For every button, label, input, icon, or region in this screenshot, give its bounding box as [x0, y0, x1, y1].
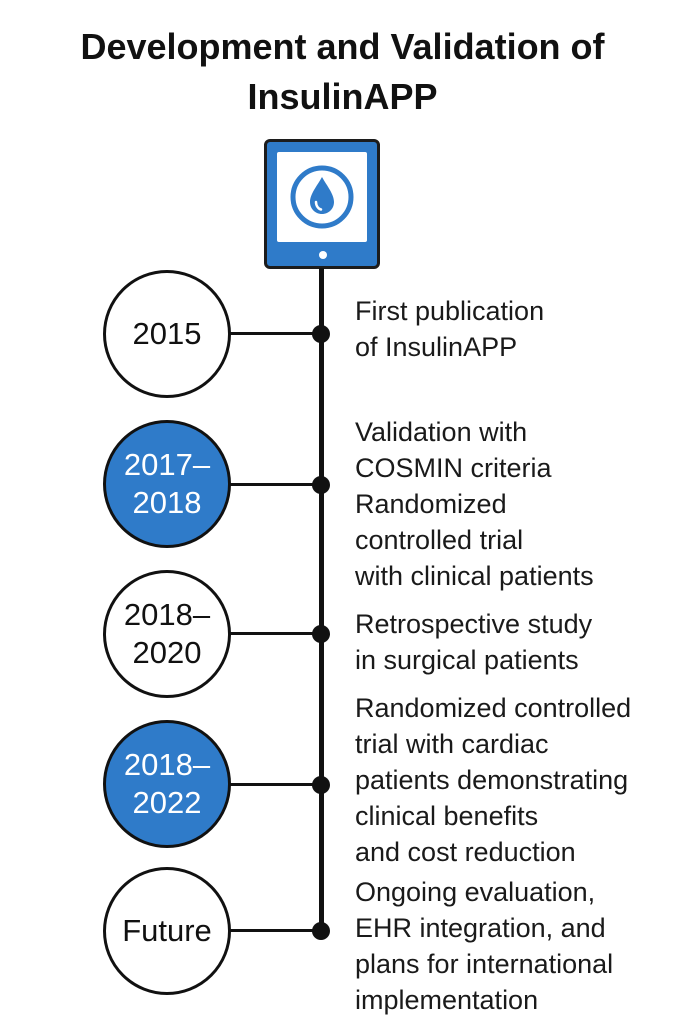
- title-line-2: InsulinAPP: [247, 76, 438, 117]
- timeline-node-future: Future: [103, 867, 231, 995]
- timeline-dot: [312, 922, 330, 940]
- description-line: Validation with: [355, 417, 528, 447]
- water-drop-icon: [290, 165, 354, 229]
- description-line: trial with cardiac: [355, 729, 549, 759]
- timeline-connector: [229, 783, 321, 786]
- timeline-connector: [229, 632, 321, 635]
- timeline-node-2018-2022: 2018– 2022: [103, 720, 231, 848]
- node-label: 2017– 2018: [123, 447, 211, 520]
- timeline-dot: [312, 325, 330, 343]
- diagram-title: Development and Validation of InsulinAPP: [0, 22, 685, 122]
- timeline-dot: [312, 776, 330, 794]
- timeline-node-2018-2020: 2018– 2020: [103, 570, 231, 698]
- description-line: Randomized: [355, 489, 507, 519]
- timeline-connector: [229, 332, 321, 335]
- timeline-connector: [229, 483, 321, 486]
- timeline-dot: [312, 625, 330, 643]
- description-line: plans for international: [355, 949, 614, 979]
- description-line: implementation: [355, 985, 539, 1015]
- node-label: Future: [122, 913, 212, 948]
- description-line: Retrospective study: [355, 609, 593, 639]
- timeline-dot: [312, 476, 330, 494]
- description-line: COSMIN criteria: [355, 453, 552, 483]
- timeline-description-2017-2018: Validation with COSMIN criteria Randomiz…: [355, 414, 675, 594]
- timeline-node-2015: 2015: [103, 270, 231, 398]
- timeline-description-future: Ongoing evaluation, EHR integration, and…: [355, 874, 675, 1018]
- timeline-node-2017-2018: 2017– 2018: [103, 420, 231, 548]
- description-line: of InsulinAPP: [355, 332, 518, 362]
- timeline-connector: [229, 929, 321, 932]
- description-line: in surgical patients: [355, 645, 579, 675]
- description-line: with clinical patients: [355, 561, 594, 591]
- timeline-spine: [319, 268, 324, 932]
- description-line: First publication: [355, 296, 545, 326]
- timeline-description-2018-2022: Randomized controlled trial with cardiac…: [355, 690, 675, 870]
- description-line: patients demonstrating: [355, 765, 629, 795]
- node-label: 2018– 2022: [123, 747, 211, 820]
- tablet-icon: [264, 139, 380, 269]
- title-line-1: Development and Validation of: [80, 26, 605, 67]
- node-label: 2018– 2020: [123, 597, 211, 670]
- tablet-home-button: [319, 251, 327, 259]
- description-line: EHR integration, and: [355, 913, 606, 943]
- timeline-description-2018-2020: Retrospective study in surgical patients: [355, 606, 675, 678]
- tablet-screen: [277, 152, 367, 242]
- description-line: clinical benefits: [355, 801, 539, 831]
- node-label: 2015: [132, 316, 202, 351]
- timeline-description-2015: First publication of InsulinAPP: [355, 293, 675, 365]
- description-line: controlled trial: [355, 525, 524, 555]
- description-line: Randomized controlled: [355, 693, 632, 723]
- description-line: Ongoing evaluation,: [355, 877, 596, 907]
- description-line: and cost reduction: [355, 837, 576, 867]
